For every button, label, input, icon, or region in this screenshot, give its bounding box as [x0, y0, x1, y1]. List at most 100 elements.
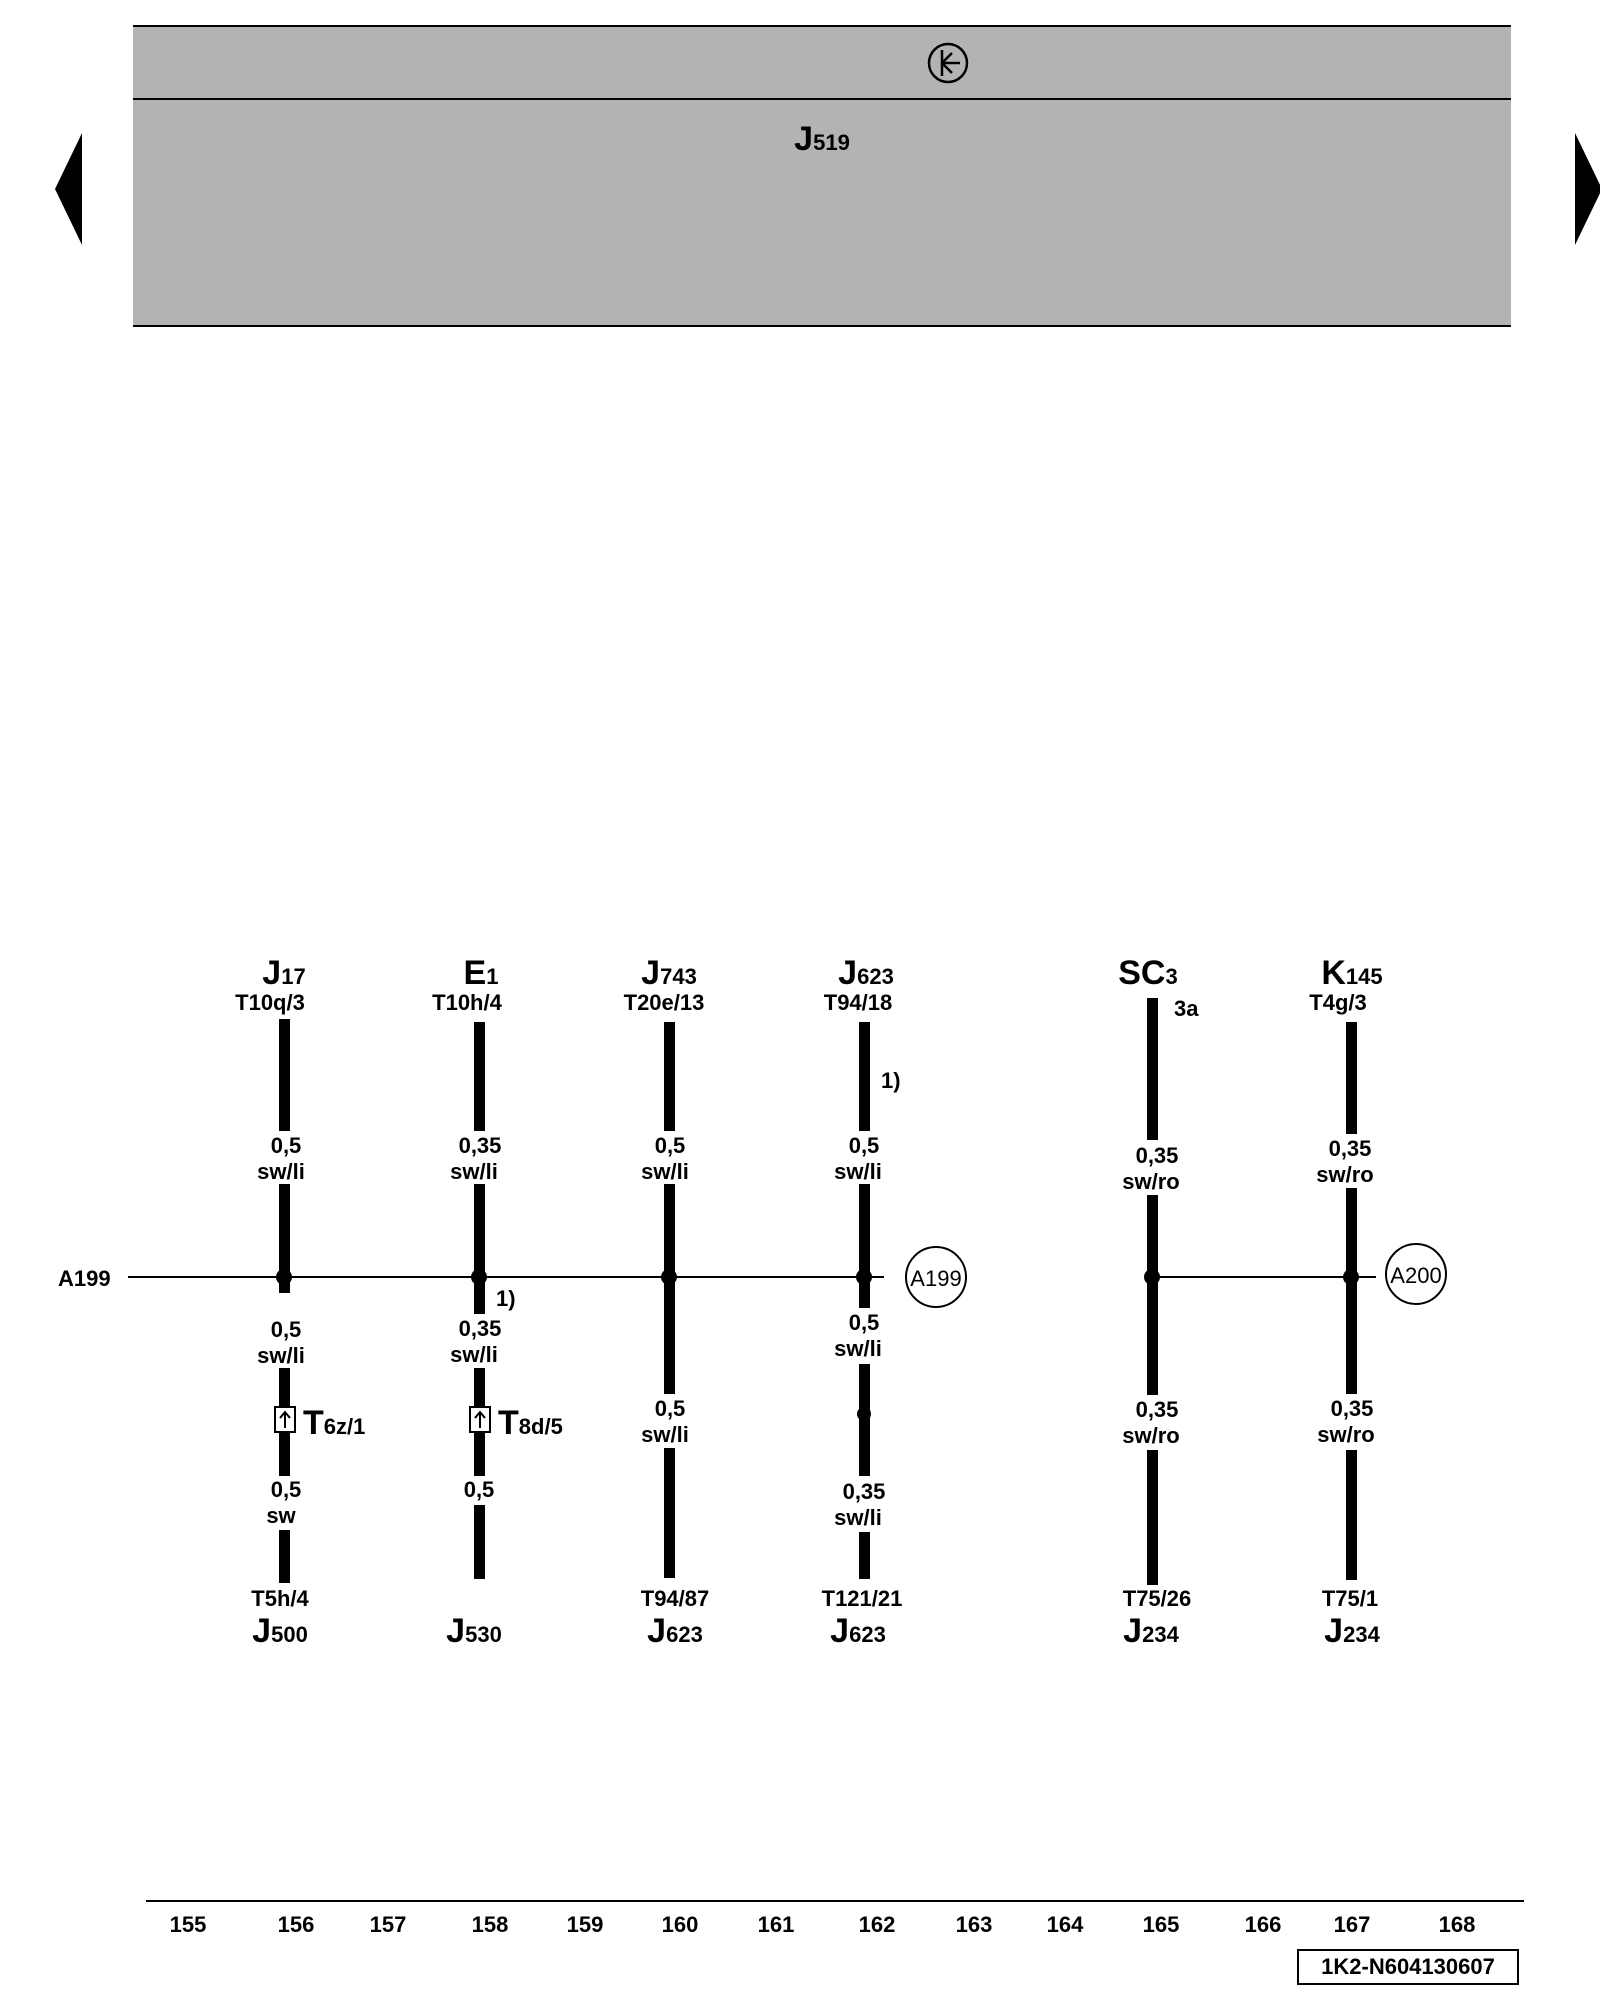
junction-dot: [1144, 1269, 1160, 1285]
top-component: J17: [262, 954, 305, 992]
connector-icon: [274, 1406, 296, 1433]
next-page-arrow[interactable]: [1575, 133, 1600, 245]
upper-color: sw/li: [257, 1159, 305, 1184]
axis-number: 158: [471, 1912, 509, 1937]
bottom-color: sw: [266, 1503, 296, 1528]
wire-segment: [1346, 1450, 1357, 1580]
wire-segment: [1346, 1188, 1357, 1394]
top-component: SC3: [1118, 954, 1177, 992]
wire-segment: [1147, 1450, 1158, 1585]
wire-e1: E1 T10h/4 0,35 sw/li 1) 0,35 sw/li T8d/5…: [432, 954, 563, 1650]
axis-number: 167: [1333, 1912, 1371, 1937]
top-pin: T10q/3: [235, 990, 305, 1015]
lower-size: 0,5: [271, 1317, 302, 1342]
bus-a200-circle: [1385, 1243, 1447, 1305]
lower-color: sw/li: [641, 1422, 689, 1447]
lower-size: 0,35: [1331, 1396, 1374, 1421]
upper-size: 0,35: [1329, 1136, 1372, 1161]
header-component-number: 519: [813, 130, 850, 155]
upper-color: sw/ro: [1122, 1169, 1179, 1194]
top-component: J743: [641, 954, 697, 992]
bottom-component: J234: [1123, 1612, 1179, 1650]
upper-color: sw/li: [834, 1159, 882, 1184]
bottom-component: J530: [446, 1612, 502, 1650]
previous-page-arrow[interactable]: [55, 133, 82, 245]
axis-number: 157: [369, 1912, 407, 1937]
wire-segment: [859, 1184, 870, 1308]
axis-line: [146, 1900, 1524, 1902]
axis-number: 168: [1438, 1912, 1476, 1937]
wire-segment: [279, 1019, 290, 1131]
upper-size: 0,35: [1136, 1143, 1179, 1168]
axis-number: 156: [277, 1912, 315, 1937]
junction-dot: [856, 1269, 872, 1285]
wire-j17: J17 T10q/3 0,5 sw/li 0,5 sw/li T6z/1 0,5…: [235, 954, 365, 1650]
wire-segment: [279, 1530, 290, 1583]
wire-sc3: SC3 3a 0,35 sw/ro 0,35 sw/ro T75/26 J234: [1118, 954, 1199, 1650]
axis-number: 161: [757, 1912, 795, 1937]
wire-segment: [1346, 1022, 1357, 1134]
axis-number: 165: [1142, 1912, 1180, 1937]
bottom-pin: T121/21: [822, 1586, 903, 1611]
bottom-color: sw/li: [834, 1505, 882, 1530]
bus-a200-circle-label: A200: [1390, 1263, 1441, 1288]
header-divider: [133, 98, 1511, 100]
lower-size: 0,35: [1136, 1397, 1179, 1422]
wire-segment: [474, 1505, 485, 1579]
upper-color: sw/li: [450, 1159, 498, 1184]
junction-dot: [1343, 1269, 1359, 1285]
bus-left-label: A199: [58, 1266, 111, 1291]
top-pin: T4g/3: [1309, 990, 1366, 1015]
bottom-pin: T94/87: [641, 1586, 710, 1611]
wire-segment: [664, 1022, 675, 1131]
bottom-size: 0,35: [843, 1479, 886, 1504]
bottom-size: 0,5: [464, 1477, 495, 1502]
connector-label: T8d/5: [498, 1404, 563, 1442]
wire-segment: [1147, 998, 1158, 1140]
wire-segment: [474, 1022, 485, 1131]
top-component: J623: [838, 954, 894, 992]
wire-segment: [859, 1532, 870, 1579]
top-pin: 3a: [1174, 996, 1199, 1021]
axis-number: 163: [955, 1912, 993, 1937]
upper-size: 0,5: [655, 1133, 686, 1158]
ground-symbol-icon: [927, 42, 969, 84]
connector-label: T6z/1: [303, 1404, 365, 1442]
upper-size: 0,5: [271, 1133, 302, 1158]
wire-segment: [664, 1448, 675, 1578]
wire-segment: [664, 1184, 675, 1394]
bottom-component: J623: [830, 1612, 886, 1650]
lower-color: sw/ro: [1122, 1423, 1179, 1448]
junction-dot: [471, 1269, 487, 1285]
bottom-component: J234: [1324, 1612, 1380, 1650]
lower-color: sw/li: [257, 1343, 305, 1368]
lower-color: sw/li: [834, 1336, 882, 1361]
axis-number: 166: [1244, 1912, 1282, 1937]
bottom-component: J623: [647, 1612, 703, 1650]
top-note: 1): [881, 1068, 901, 1093]
axis-number: 164: [1046, 1912, 1084, 1937]
wire-segment: [474, 1184, 485, 1314]
top-pin: T20e/13: [624, 990, 705, 1015]
axis-number: 160: [661, 1912, 699, 1937]
top-pin: T94/18: [824, 990, 893, 1015]
lower-size: 0,5: [655, 1396, 686, 1421]
wire-note: 1): [496, 1286, 516, 1311]
control-unit-header: J519: [133, 25, 1511, 327]
wire-j623: J623 T94/18 1) 0,5 sw/li 0,5 sw/li 0,35 …: [822, 954, 903, 1650]
top-component: E1: [464, 954, 499, 992]
header-component-label: J519: [133, 120, 1511, 159]
top-pin: T10h/4: [432, 990, 502, 1015]
lower-color: sw/ro: [1317, 1422, 1374, 1447]
wire-segment: [1147, 1195, 1158, 1395]
bottom-pin: T5h/4: [251, 1586, 309, 1611]
bottom-component: J500: [252, 1612, 308, 1650]
wire-segment: [279, 1184, 290, 1293]
bottom-pin: T75/26: [1123, 1586, 1192, 1611]
wire-k145: K145 T4g/3 0,35 sw/ro 0,35 sw/ro T75/1 J…: [1309, 954, 1382, 1650]
upper-color: sw/ro: [1316, 1162, 1373, 1187]
axis-number: 159: [566, 1912, 604, 1937]
top-component: K145: [1321, 954, 1382, 992]
document-id: 1K2-N604130607: [1297, 1949, 1519, 1985]
